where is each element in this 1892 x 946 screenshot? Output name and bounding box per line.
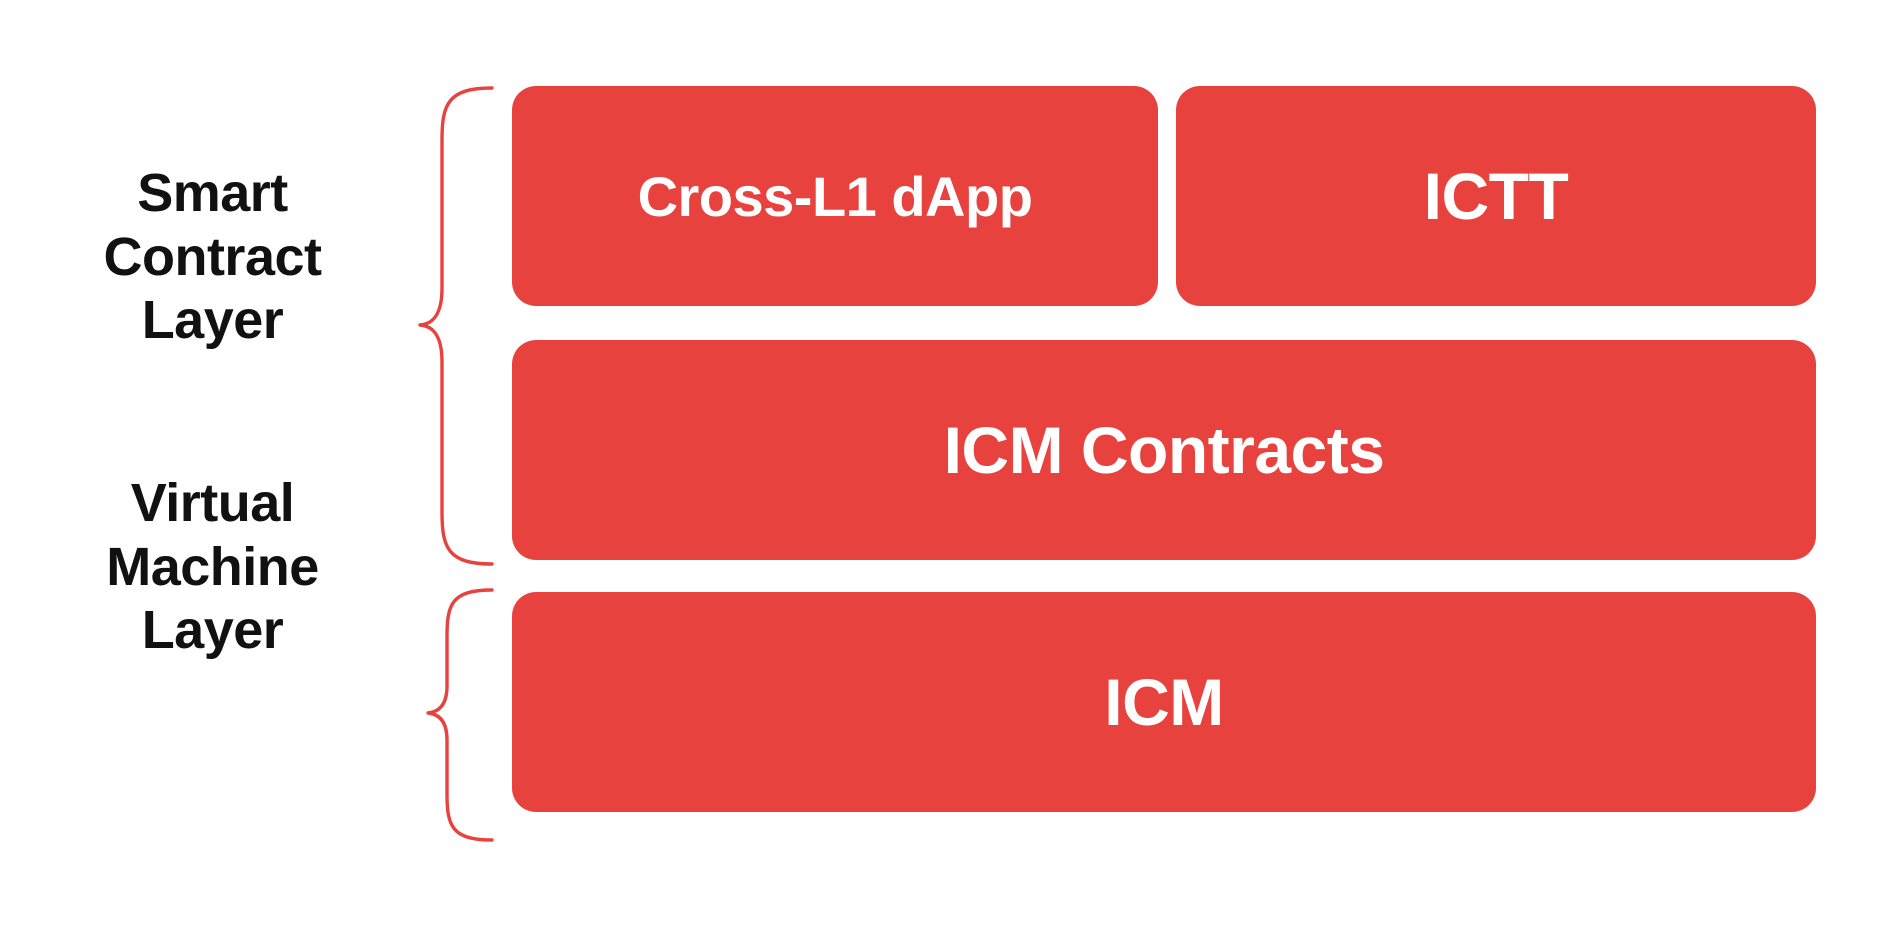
- node-icm-contracts[interactable]: ICM Contracts: [512, 340, 1816, 560]
- node-ictt[interactable]: ICTT: [1176, 86, 1816, 306]
- layer-label-virtual-machine: Virtual Machine Layer: [106, 473, 319, 661]
- node-icm[interactable]: ICM: [512, 592, 1816, 812]
- node-cross-l1-dapp[interactable]: Cross-L1 dApp: [512, 86, 1158, 306]
- layer-label-smart-contract: Smart Contract Layer: [103, 163, 322, 351]
